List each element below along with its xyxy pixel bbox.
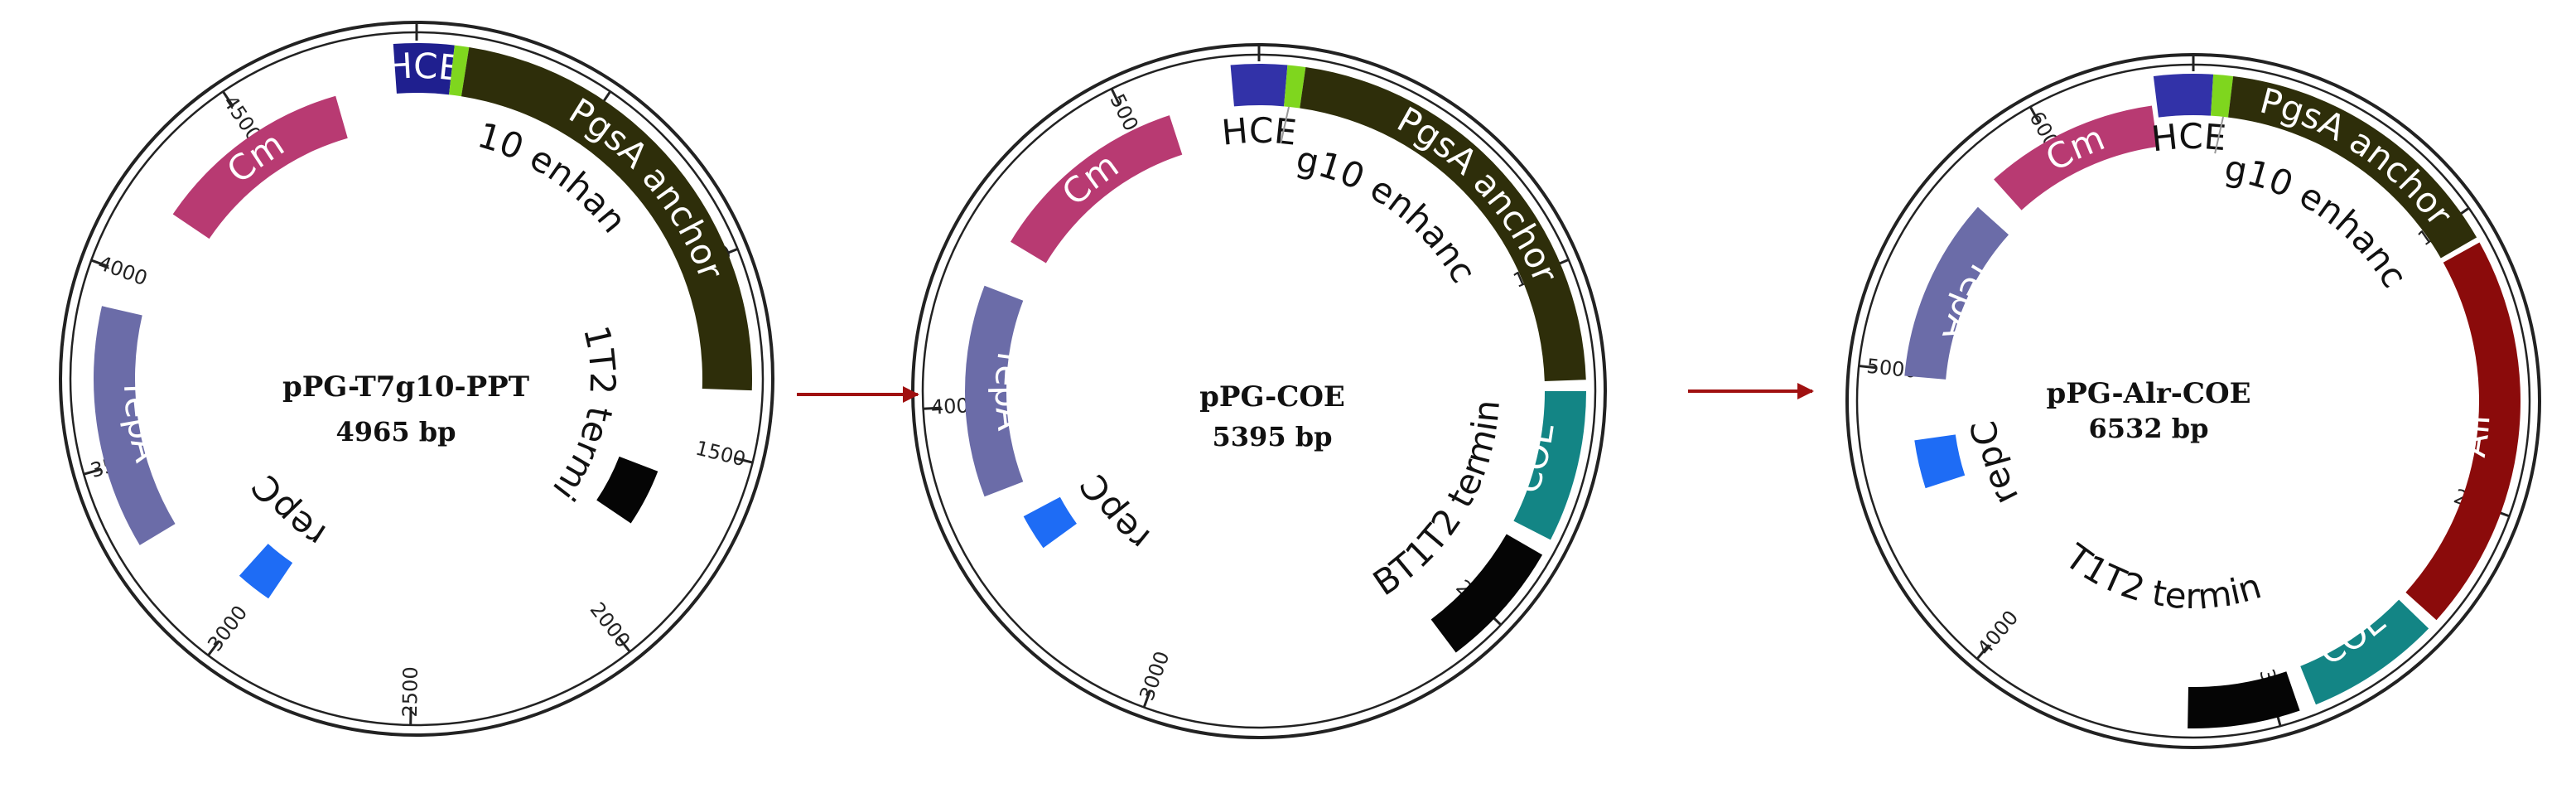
scale-tick — [923, 406, 942, 410]
feature-repa-arc — [94, 306, 176, 545]
scale-tick — [83, 467, 102, 476]
plasmid-name: pPG-COE — [1199, 380, 1345, 414]
scale-tick — [1975, 644, 1990, 660]
tick-label: 2000 — [586, 598, 635, 652]
scale-tick — [734, 457, 753, 464]
scale-tick — [617, 636, 631, 653]
feature-repc-label: repC — [1072, 467, 1157, 559]
tick-label: 1500 — [693, 437, 748, 472]
tick-label: 3000 — [203, 601, 252, 656]
annotation-leader-line — [1280, 106, 1290, 144]
feature-cm-arc — [172, 95, 348, 239]
feature-hce-arc — [393, 43, 455, 95]
feature-arcs: PgsA anchorAlrCOErrnBT1T2 terminatorrepC… — [0, 0, 2521, 728]
feature-pgsa-anchor-arc — [2228, 75, 2477, 259]
feature-segment-arc — [1284, 65, 1306, 109]
feature-pgsa-anchor-arc — [461, 46, 753, 391]
feature-repc-arc — [1914, 434, 1966, 489]
feature-segment-arc — [2153, 74, 2214, 118]
feature-alr-arc — [2405, 242, 2521, 621]
plasmid-name: pPG-T7g10-PPT — [282, 370, 529, 404]
scale-tick — [207, 640, 220, 656]
scale-tick — [90, 259, 109, 268]
feature-repa-label: repA — [987, 350, 1031, 433]
tick-label: 3000 — [1135, 648, 1174, 704]
feature-rrnbt1t2-terminator-arc — [596, 456, 658, 524]
feature-repa-arc — [965, 285, 1024, 497]
tick-label: 4000 — [1973, 606, 2024, 660]
scale-tick — [1142, 689, 1152, 709]
tick-label: 4000 — [95, 251, 151, 290]
scale-tick — [1859, 365, 1878, 370]
plasmid-name: pPG-Alr-COE — [2046, 377, 2250, 410]
feature-repc-label: repC — [1963, 419, 2026, 511]
feature-rrnbt1t2-terminator-arc — [1430, 534, 1543, 653]
feature-segment-arc — [1230, 63, 1288, 107]
feature-repc-label: repC — [244, 467, 332, 555]
annotation-leader-line — [2214, 116, 2225, 154]
feature-repc-arc — [239, 544, 293, 599]
feature-repa-arc — [1904, 206, 2009, 380]
feature-coe-arc — [1513, 391, 1587, 540]
plasmid-size: 6532 bp — [2089, 413, 2209, 444]
plasmid-size: 5395 bp — [1213, 421, 1333, 452]
feature-coe-arc — [2300, 599, 2429, 705]
tick-label: 2500 — [398, 666, 422, 718]
feature-repc-arc — [1023, 496, 1077, 549]
plasmid-map-1: 50010001500200025003000350040004500 HCEP… — [0, 0, 774, 737]
feature-cm-arc — [1994, 105, 2158, 210]
plasmid-size: 4965 bp — [336, 416, 456, 448]
feature-segment-arc — [2211, 74, 2234, 118]
annotation-hce-label: HCE — [2149, 116, 2228, 160]
scale-tick — [1110, 88, 1122, 106]
feature-pgsa-anchor-arc — [1300, 67, 1586, 381]
scale-tick — [2028, 106, 2041, 123]
feature-rrnbt1t2-terminator-arc — [2188, 671, 2300, 728]
feature-segment-arc — [449, 45, 470, 97]
feature-cm-arc — [1010, 115, 1183, 264]
scale-tick — [222, 90, 234, 108]
feature-alr-label: Alr — [2453, 409, 2498, 460]
annotation-hce-label: HCE — [1220, 110, 1299, 153]
feature-hce-label: HCE — [385, 46, 463, 90]
